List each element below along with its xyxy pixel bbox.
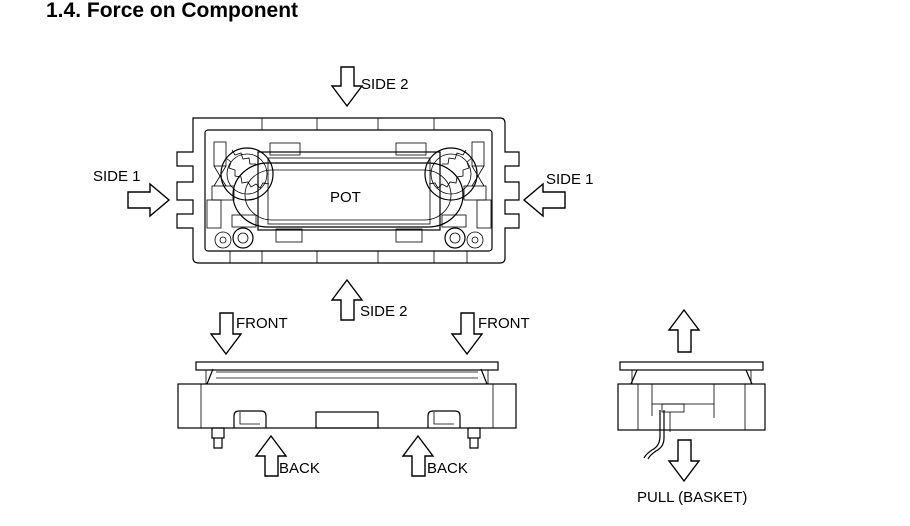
front-view-component: [177, 361, 517, 449]
label-side2-bottom: SIDE 2: [360, 303, 408, 320]
arrow-down-icon: [209, 312, 243, 356]
label-side1-right: SIDE 1: [546, 171, 594, 188]
arrow-left-icon: [522, 182, 566, 218]
label-back-left: BACK: [279, 460, 320, 477]
label-front-left: FRONT: [236, 315, 288, 332]
label-side1-left: SIDE 1: [93, 168, 141, 185]
arrow-up-icon: [667, 308, 701, 353]
arrow-down-icon: [450, 312, 484, 356]
arrow-down-icon: [330, 66, 364, 108]
arrow-up-icon: [401, 434, 435, 477]
label-back-right: BACK: [427, 460, 468, 477]
side-view-component: [617, 361, 766, 460]
label-side2-top: SIDE 2: [361, 76, 409, 93]
top-view-component: [176, 117, 520, 264]
label-pot: POT: [330, 189, 361, 206]
section-title: 1.4. Force on Component: [46, 0, 299, 22]
arrow-up-icon: [330, 278, 364, 321]
label-front-right: FRONT: [478, 315, 530, 332]
arrow-right-icon: [127, 182, 171, 218]
label-pull-basket: PULL (BASKET): [637, 489, 747, 506]
arrow-up-icon: [254, 434, 288, 477]
arrow-down-icon: [667, 439, 701, 483]
